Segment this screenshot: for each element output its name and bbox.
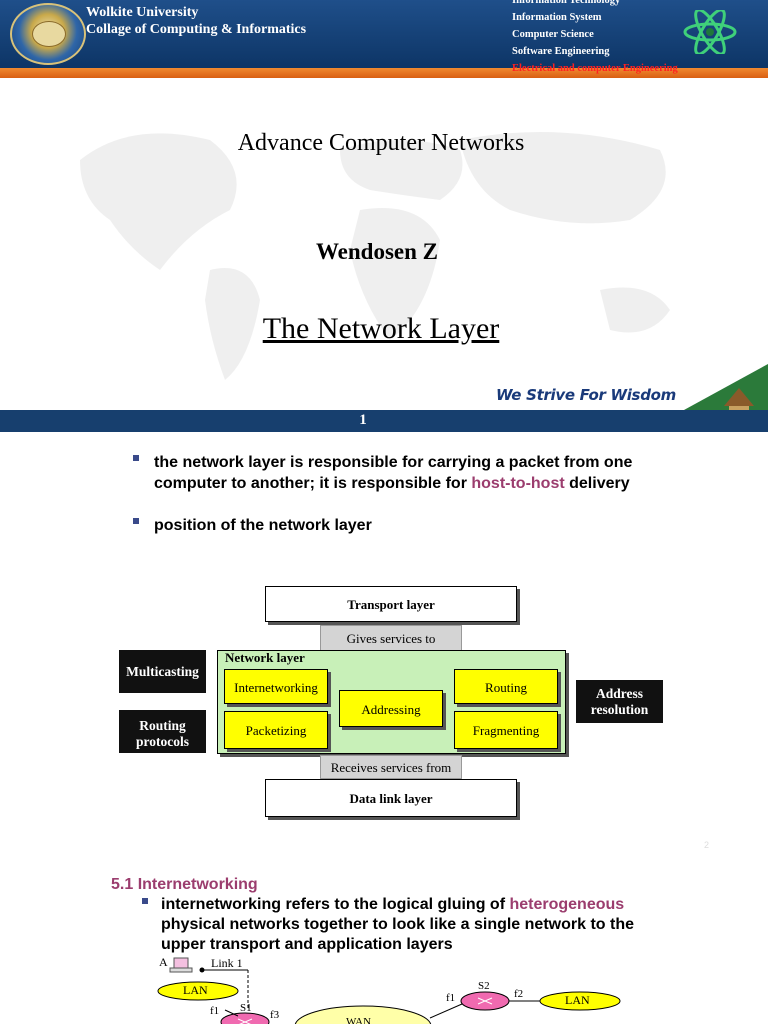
bullet-marker (133, 518, 139, 524)
slide-number: 1 (359, 412, 367, 428)
data-link-layer-box: Data link layer (265, 779, 517, 817)
bullet-marker (133, 455, 139, 461)
switch-s2-label: S2 (478, 980, 490, 992)
switch-s1-icon (220, 1012, 270, 1024)
transport-layer-box: Transport layer (265, 586, 517, 622)
slide-footer-bar (0, 410, 768, 432)
internetwork-figure: A Link 1 LAN f1 S1 f3 WAN f1 S2 f2 LAN (150, 950, 630, 1024)
header-stripe (0, 68, 768, 78)
host-label: A (159, 955, 168, 969)
wan-label: WAN (346, 1016, 372, 1024)
lan-right-ellipse (539, 991, 621, 1011)
lan-left-label: LAN (183, 983, 208, 997)
routing-protocols-box: Routing protocols (119, 710, 206, 753)
highlight-term: host-to-host (471, 475, 565, 492)
green-corner-decoration (684, 364, 768, 410)
title-slide: Wolkite University Collage of Computing … (0, 0, 768, 432)
university-logo (10, 3, 86, 65)
bullet-text-part: the network layer is responsible for car… (154, 454, 633, 492)
port-label: f1 (210, 1005, 220, 1017)
gives-services-label: Gives services to (320, 625, 462, 651)
bullet-text: position of the network layer (154, 517, 372, 534)
university-name: Wolkite University Collage of Computing … (86, 4, 306, 38)
lan-left-ellipse (157, 981, 239, 1001)
link-label: Link 1 (211, 956, 243, 970)
department-item: Information System (512, 12, 602, 23)
header-banner (0, 0, 768, 68)
routing-box: Routing (454, 669, 558, 704)
college-name-text: Collage of Computing & Informatics (86, 22, 307, 37)
department-item: Software Engineering (512, 46, 610, 57)
internetworking-box: Internetworking (224, 669, 328, 704)
link-node (199, 967, 205, 973)
bullet-marker (142, 898, 148, 904)
internetwork-graph (157, 957, 621, 1024)
port-label: f3 (270, 1009, 280, 1021)
slide-title: The Network Layer (262, 312, 500, 345)
bullet-text-part: physical networks together to look like … (161, 916, 634, 953)
motto-text: We Strive For Wisdom (496, 386, 676, 404)
page-number: 2 (704, 840, 710, 850)
bullet-text-part: internetworking refers to the logical gl… (161, 896, 510, 913)
lan-right-label: LAN (565, 993, 590, 1007)
department-item-highlight: Electrical and computer Engineering (512, 63, 678, 74)
addressing-box: Addressing (339, 690, 443, 727)
receives-services-label: Receives services from (320, 755, 462, 779)
host-computer-icon (173, 957, 189, 969)
course-title: Advance Computer Networks (237, 130, 525, 156)
switch-s1-label: S1 (240, 1002, 252, 1014)
bullet-text-part: delivery (564, 475, 630, 492)
network-layer-label: Network layer (225, 650, 305, 665)
port-label: f2 (514, 988, 524, 1000)
department-item: Computer Science (512, 29, 594, 40)
fragmenting-box: Fragmenting (454, 711, 558, 749)
section-title: 5.1 Internetworking (111, 876, 258, 893)
world-map-watermark (80, 132, 670, 380)
multicasting-box: Multicasting (119, 650, 206, 693)
atom-icon (683, 10, 737, 54)
host-keyboard-icon (169, 967, 193, 973)
port-label: f1 (446, 992, 456, 1004)
highlight-term: heterogeneous (509, 896, 625, 913)
author-name: Wendosen Z (315, 239, 439, 264)
bullet-text: internetworking refers to the logical gl… (161, 895, 671, 955)
bullet-text: the network layer is responsible for car… (154, 452, 654, 494)
address-resolution-box: Address resolution (576, 680, 663, 723)
department-item: Information Technology (512, 0, 621, 6)
packetizing-box: Packetizing (224, 711, 328, 749)
wan-ellipse (294, 1005, 432, 1024)
department-list: Information Technology Information Syste… (512, 0, 678, 77)
university-name-text: Wolkite University (86, 5, 199, 20)
